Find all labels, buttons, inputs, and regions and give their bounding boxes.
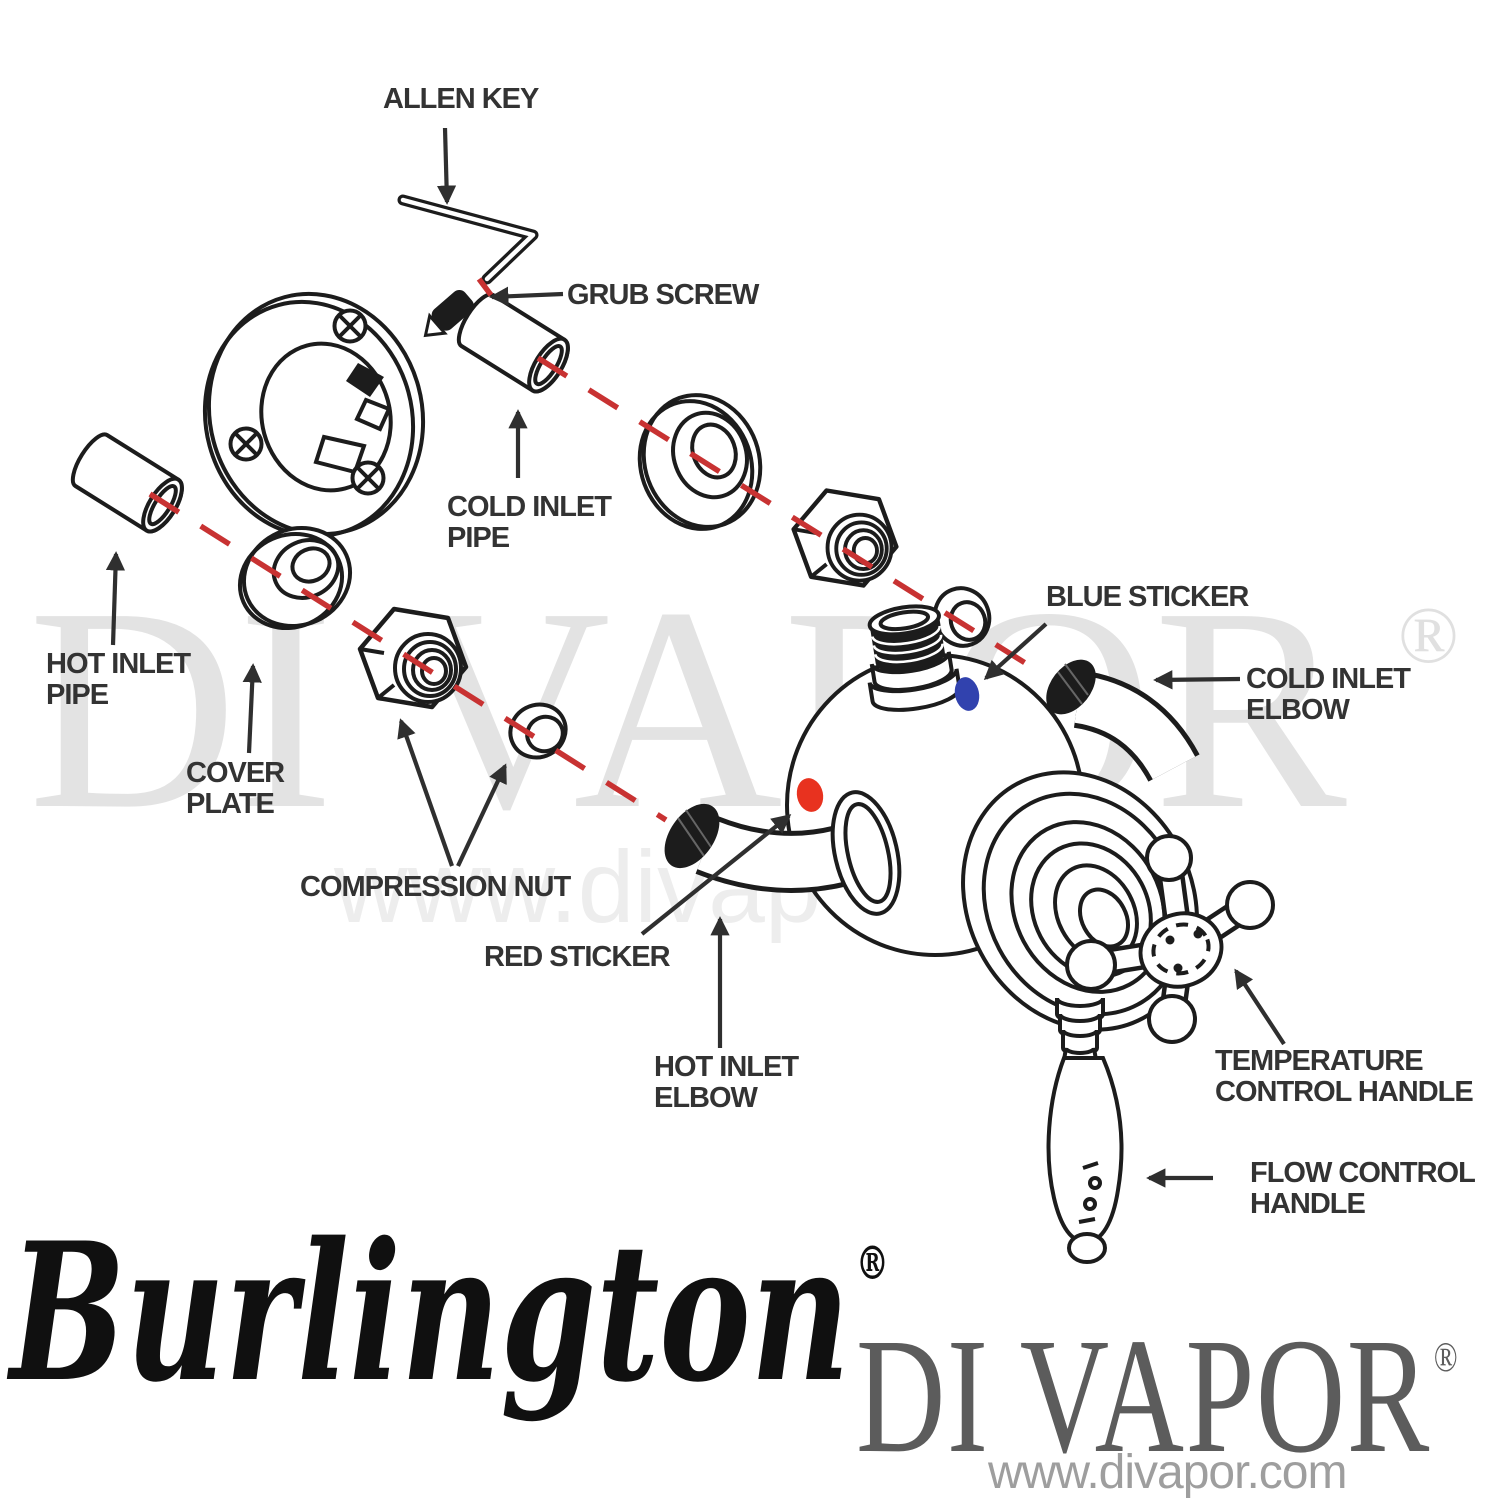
blue-sticker-label: BLUE STICKER	[1046, 581, 1249, 613]
temperature-control-handle-drawing	[1065, 834, 1275, 1044]
cold-inlet-elbow-drawing	[1046, 659, 1200, 783]
red-sticker-dot	[796, 778, 824, 812]
compression-nut-cold-drawing	[791, 488, 899, 588]
temperature-control-handle-label-line1: TEMPERATURE	[1215, 1045, 1424, 1077]
divapor-logo: DI VAPOR®	[856, 1313, 1460, 1478]
olive-ring-hot-drawing	[508, 702, 568, 760]
assembly-axis-hot	[148, 491, 668, 823]
hot-inlet-elbow-label: HOT INLET ELBOW	[654, 1051, 799, 1114]
grub-screw-drawing	[423, 290, 474, 338]
arrow-allen-key	[436, 127, 457, 205]
top-outlet-port	[867, 604, 962, 712]
cover-plate-label: COVER PLATE	[186, 757, 285, 820]
grub-screw-label: GRUB SCREW	[567, 279, 759, 311]
divapor-url: www.divapor.com	[988, 1446, 1347, 1499]
hot-inlet-pipe-drawing	[70, 432, 184, 534]
temperature-control-handle-label: TEMPERATURE CONTROL HANDLE	[1215, 1045, 1474, 1108]
assembly-axis-cold	[536, 355, 1048, 679]
cold-inlet-pipe-label-line1: COLD INLET	[447, 491, 612, 523]
cold-inlet-pipe-label-line2: PIPE	[447, 522, 510, 554]
hot-inlet-elbow-label-line1: HOT INLET	[654, 1051, 799, 1083]
cold-inlet-elbow-label-line2: ELBOW	[1246, 694, 1350, 726]
wall-plate-screw-bottom	[350, 460, 386, 496]
burlington-logo: Burlington®	[10, 1218, 889, 1408]
divapor-registered-icon: ®	[1433, 1335, 1460, 1381]
cover-plate-label-line2: PLATE	[186, 788, 275, 820]
wall-plate-screw-top	[332, 308, 368, 344]
burlington-registered-icon: ®	[855, 1236, 889, 1290]
burlington-logo-text: Burlington	[10, 1201, 851, 1424]
flow-control-handle-drawing	[1046, 997, 1124, 1264]
divapor-logo-text: DI VAPOR	[856, 1304, 1431, 1487]
hot-inlet-elbow-drawing	[664, 790, 902, 916]
allen-key-drawing	[397, 194, 539, 285]
compression-nut-label: COMPRESSION NUT	[300, 871, 571, 903]
hot-inlet-elbow-label-line2: ELBOW	[654, 1082, 758, 1114]
blue-sticker-dot	[954, 677, 980, 711]
arrow-red-sticker	[640, 814, 792, 936]
wall-plate-key-tab	[346, 363, 384, 397]
arrow-compression-nut-2	[456, 763, 507, 867]
cold-inlet-pipe-label: COLD INLET PIPE	[447, 491, 612, 554]
wall-plate-drawing	[202, 291, 426, 539]
arrow-temperature-control-handle	[1234, 968, 1286, 1046]
wall-plate-screw-left	[228, 426, 264, 462]
red-sticker-label: RED STICKER	[484, 941, 671, 973]
cold-inlet-elbow-label-line1: COLD INLET	[1246, 663, 1411, 695]
arrow-cover-plate	[242, 663, 262, 754]
hot-inlet-pipe-label-line1: HOT INLET	[46, 648, 191, 680]
flow-control-handle-label: FLOW CONTROL HANDLE	[1250, 1157, 1476, 1220]
temperature-control-handle-label-line2: CONTROL HANDLE	[1215, 1076, 1474, 1108]
arrow-compression-nut-1	[397, 718, 454, 867]
assembly-axis-grub-screw	[476, 277, 494, 297]
allen-key-label: ALLEN KEY	[383, 83, 539, 115]
arrow-cold-inlet-elbow	[1153, 670, 1241, 690]
hot-inlet-pipe-label-line2: PIPE	[46, 679, 109, 711]
cold-inlet-elbow-label: COLD INLET ELBOW	[1246, 663, 1411, 726]
flow-control-handle-label-line1: FLOW CONTROL	[1250, 1157, 1476, 1189]
arrow-blue-sticker	[983, 622, 1048, 680]
cover-plate-label-line1: COVER	[186, 757, 285, 789]
watermark-registered-icon: ®	[1398, 592, 1459, 680]
arrow-hot-inlet-pipe	[105, 551, 126, 646]
hot-inlet-pipe-label: HOT INLET PIPE	[46, 648, 191, 711]
flow-control-handle-label-line2: HANDLE	[1250, 1188, 1366, 1220]
arrow-grub-screw	[489, 286, 564, 306]
